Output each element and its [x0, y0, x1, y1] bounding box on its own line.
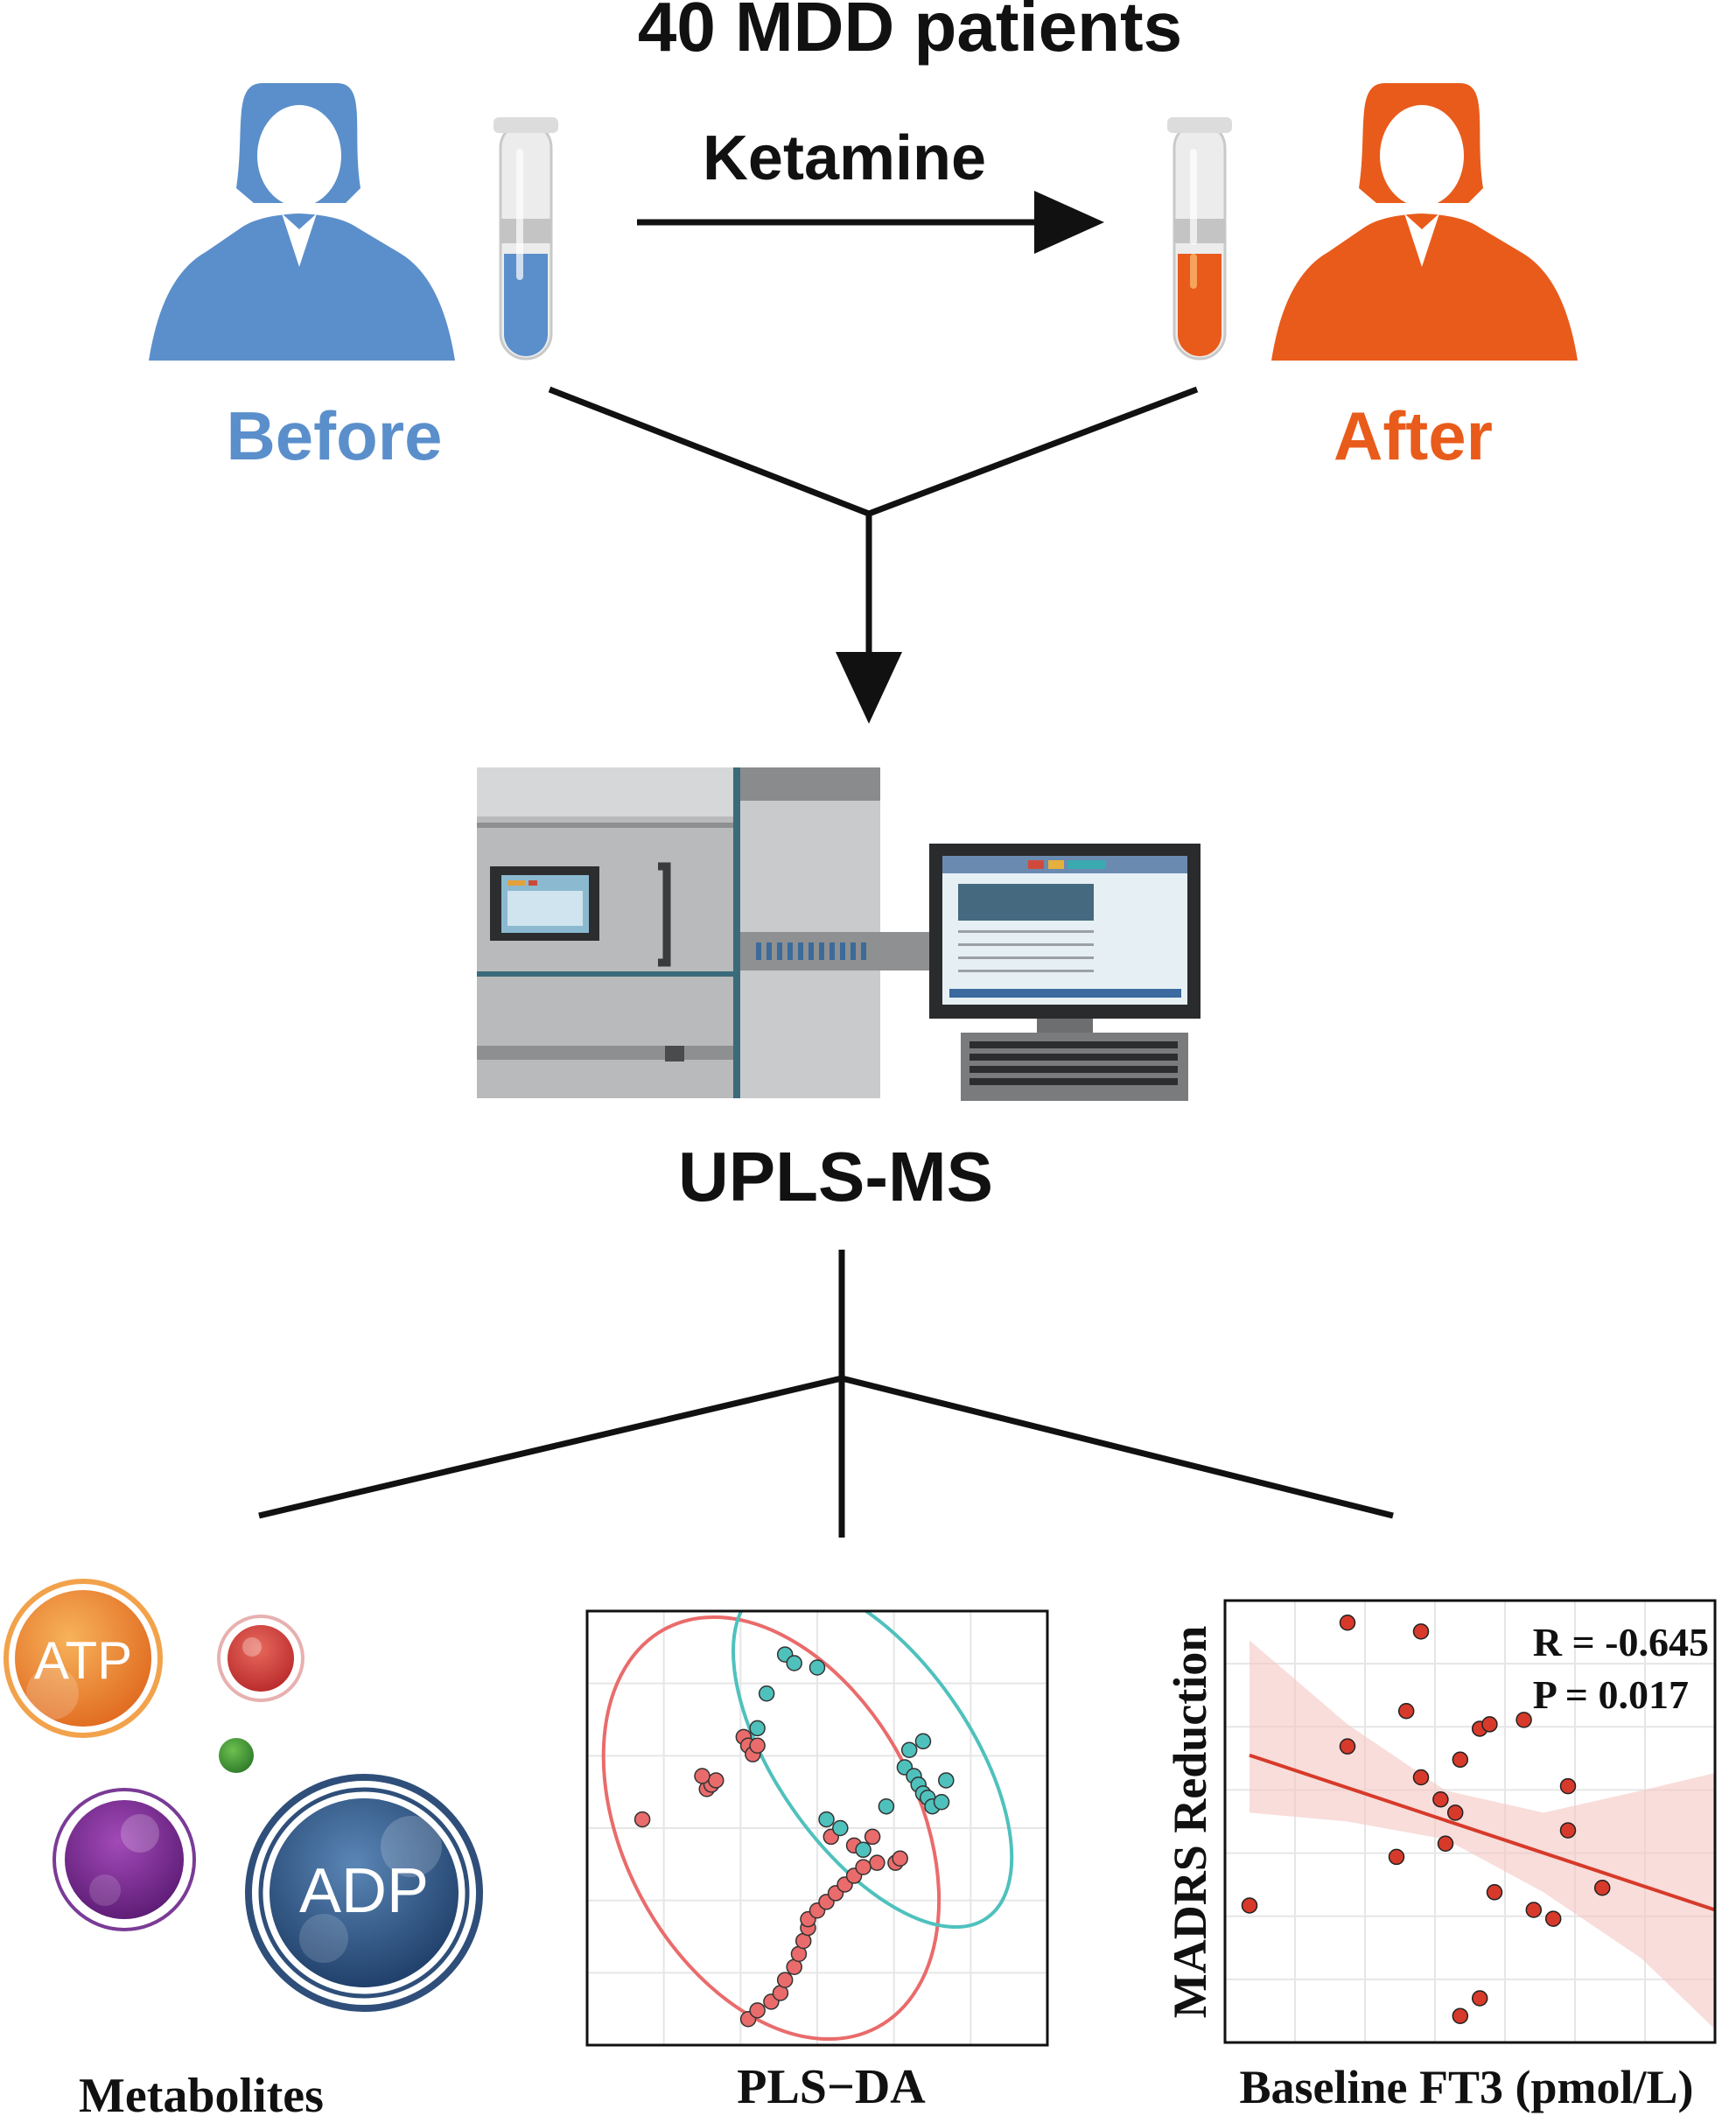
treatment-arrow-head [1034, 191, 1104, 254]
plsda-group-ellipse [601, 1615, 942, 2042]
correlation-marks [1241, 1615, 1715, 2029]
correlation-point [1397, 1703, 1415, 1720]
plsda-point [914, 1733, 932, 1750]
split-connector [258, 1250, 1394, 1538]
after-blood-tube-icon [1167, 117, 1232, 361]
correlation-p-statistic: P = 0.017 [1533, 1672, 1689, 1717]
correlation-point [1388, 1848, 1405, 1866]
correlation-point [1544, 1910, 1562, 1927]
correlation-point [1339, 1738, 1356, 1755]
plsda-point [708, 1772, 724, 1789]
before-blood-tube-icon [494, 117, 558, 361]
correlation-r-statistic: R = -0.645 [1533, 1620, 1709, 1664]
correlation-point [1452, 2007, 1469, 2024]
correlation-frame [1223, 1599, 1717, 2044]
metabolites-illustration: ATP ADP [4, 1579, 483, 2012]
plsda-point [634, 1811, 651, 1828]
metabolites-label: Metabolites [79, 2069, 324, 2123]
correlation-x-axis-label: Baseline FT3 (pmol/L) [1239, 2061, 1693, 2113]
correlation-point [1452, 1751, 1469, 1769]
after-patient-icon [1271, 83, 1578, 361]
treatment-label: Ketamine [703, 123, 986, 193]
correlation-confidence-band [1250, 1640, 1715, 2029]
plsda-point [864, 1828, 881, 1846]
plsda-point [749, 2002, 766, 2019]
plsda-point [749, 1720, 766, 1737]
plsda-marks [601, 1611, 1014, 2042]
before-patient-icon [149, 83, 455, 361]
purple-molecule-icon [52, 1788, 196, 1931]
plsda-point [878, 1797, 895, 1815]
correlation-point [1339, 1615, 1356, 1631]
merge-connector [548, 386, 1199, 674]
correlation-point [1486, 1884, 1503, 1901]
correlation-point [1525, 1902, 1543, 1918]
plsda-point [892, 1850, 908, 1867]
after-label: After [1334, 397, 1493, 474]
correlation-point [1471, 1990, 1488, 2007]
plsda-point [832, 1819, 849, 1837]
plsda-grid [587, 1611, 1047, 2045]
study-title: 40 MDD patients [638, 0, 1182, 66]
plsda-point [933, 1793, 950, 1811]
green-molecule-icon [219, 1738, 254, 1773]
merge-arrow-head [836, 652, 902, 724]
correlation-point [1432, 1791, 1449, 1808]
adp-label: ADP [299, 1856, 429, 1926]
upls-ms-instrument-icon [477, 767, 1200, 1101]
plsda-point [900, 1741, 918, 1758]
plsda-point [786, 1655, 802, 1671]
correlation-point [1559, 1822, 1577, 1839]
before-label: Before [226, 397, 442, 474]
plsda-point [855, 1841, 872, 1859]
plsda-frame [585, 1609, 1049, 2047]
atp-label: ATP [34, 1631, 132, 1690]
correlation-panel: R = -0.645 P = 0.017 [1223, 1599, 1717, 2044]
plsda-point [869, 1854, 886, 1871]
correlation-point [1446, 1804, 1464, 1821]
instrument-label: UPLS-MS [678, 1138, 993, 1216]
correlation-point [1437, 1835, 1454, 1852]
plsda-label: PLS−DA [737, 2060, 926, 2114]
red-molecule-icon [217, 1615, 304, 1702]
plsda-point [758, 1685, 775, 1702]
correlation-point [1412, 1769, 1430, 1786]
correlation-point [1412, 1623, 1430, 1640]
correlation-point [1516, 1712, 1532, 1728]
correlation-point [1559, 1777, 1577, 1795]
correlation-point [1481, 1716, 1498, 1733]
correlation-point [1241, 1897, 1258, 1914]
plsda-panel [585, 1609, 1049, 2047]
adp-molecule-icon: ADP [245, 1774, 483, 2012]
plsda-group-ellipse [732, 1611, 1014, 1930]
plsda-point [818, 1811, 835, 1828]
plsda-point [855, 1859, 872, 1875]
plsda-point [749, 1737, 766, 1755]
plsda-point [776, 1972, 794, 1988]
correlation-point [1593, 1880, 1611, 1896]
correlation-fit-line [1249, 1753, 1715, 1912]
atp-molecule-icon: ATP [4, 1579, 163, 1738]
plsda-point [938, 1772, 955, 1789]
plsda-point [808, 1659, 826, 1676]
correlation-y-axis-label: MADRS Reduction [1164, 1626, 1216, 2019]
plsda-point [694, 1768, 710, 1784]
